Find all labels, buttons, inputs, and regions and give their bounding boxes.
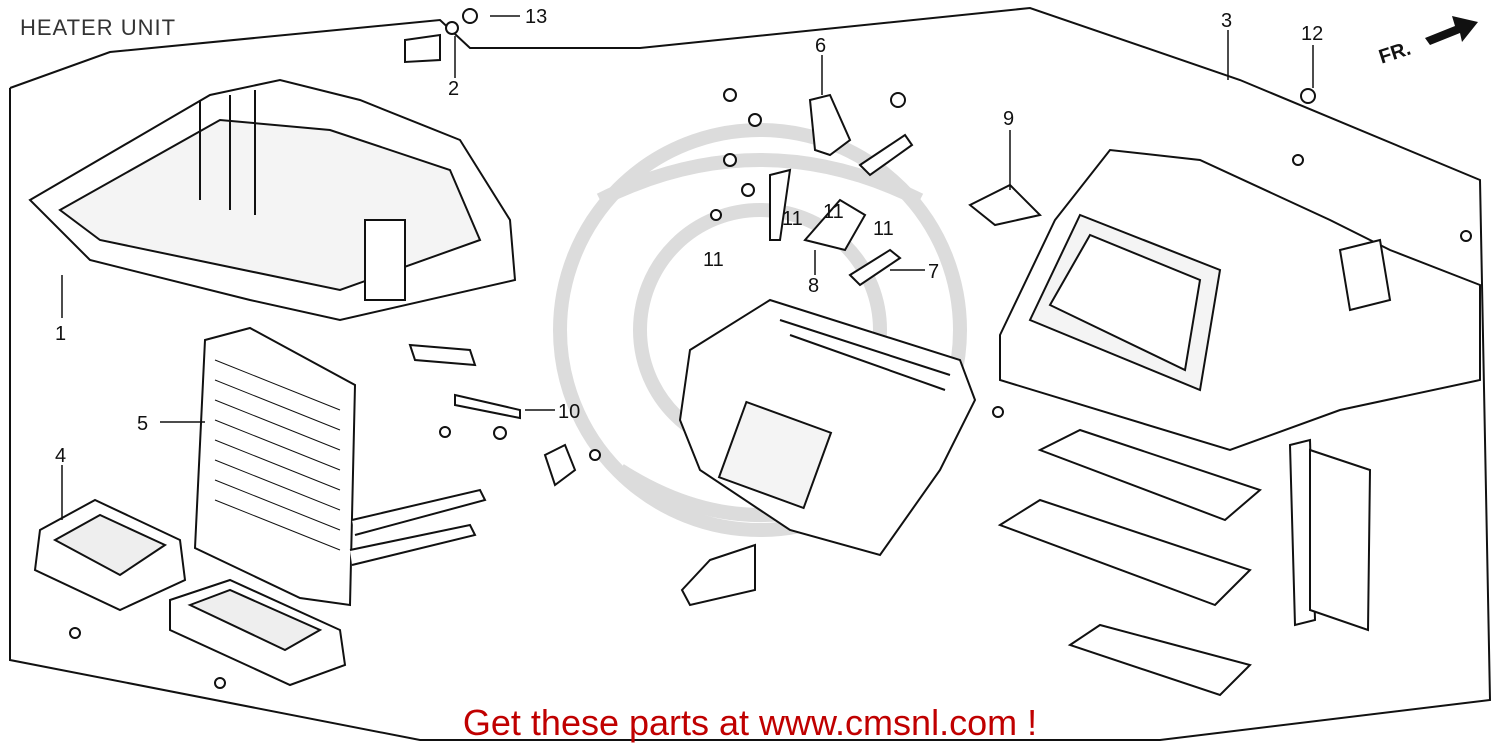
callout-labels: 1 2 3 4 5 6 7 8 9 10 11 11 11 11 12 13 [55,6,1323,467]
promo-link-text[interactable]: Get these parts at www.cmsnl.com ! [462,702,1038,743]
lower-cover-part [33,498,187,612]
callout-7: 7 [928,261,939,283]
bottom-tray-part [169,578,347,687]
callout-1: 1 [55,323,66,345]
front-marker-label: FR. [1376,38,1413,69]
upper-case-right-part [999,148,1481,452]
callout-10: 10 [558,401,580,423]
callout-13: 13 [525,6,547,28]
door-linkage-parts [408,93,1042,487]
callout-11-b: 11 [873,218,894,240]
diagram-title: HEATER UNIT [20,15,177,40]
front-direction-arrow-icon [1425,16,1478,45]
callout-9: 9 [1003,108,1014,130]
callout-4: 4 [55,445,66,467]
callout-11-d: 11 [823,201,844,223]
blower-housing-part [678,298,977,607]
callout-12: 12 [1301,23,1323,45]
callout-8: 8 [808,275,819,297]
filter-elements-parts [997,428,1372,697]
callout-leader-lines [61,15,1314,520]
heater-core-part [193,326,487,607]
callout-5: 5 [137,413,148,435]
callout-11-c: 11 [703,249,724,271]
fasteners [69,8,1472,689]
assembly-outline [9,6,1492,741]
callout-11-a: 11 [782,208,803,230]
callout-2: 2 [448,78,459,100]
lower-case-left-part [28,78,517,322]
callout-6: 6 [815,35,826,57]
callout-3: 3 [1221,10,1232,32]
